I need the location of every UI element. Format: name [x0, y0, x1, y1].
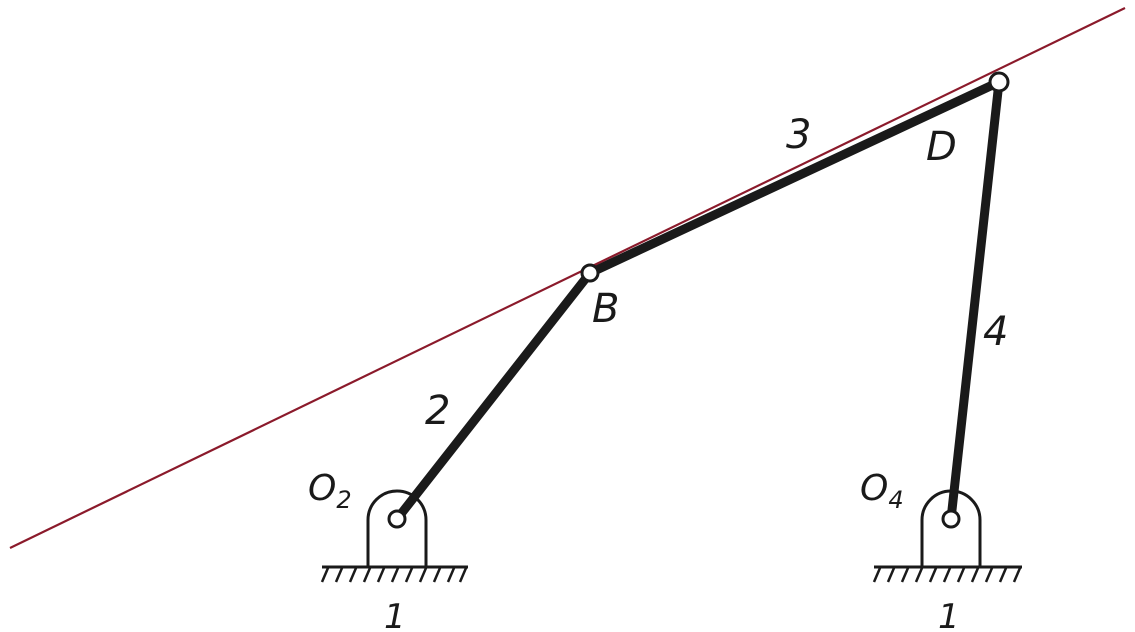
link-3-coupler [585, 77, 1004, 278]
coupler-extension-line [9, 7, 1126, 549]
pivot-label-o4-letter: O [860, 468, 888, 509]
link-label-4: 4 [983, 309, 1008, 355]
pin-joint-o2 [387, 509, 407, 529]
link-label-3: 3 [786, 112, 811, 158]
pivot-label-o4-subscript: 4 [888, 486, 903, 514]
pivot-label-o2-subscript: 2 [336, 486, 351, 514]
link-2-crank [392, 268, 595, 524]
pin-joint-b [580, 263, 600, 283]
pin-joint-o4 [941, 509, 961, 529]
link-label-2: 2 [425, 388, 450, 434]
joint-label-b: B [592, 286, 619, 332]
ground-hatch-left [320, 567, 468, 583]
pivot-label-o2-letter: O [308, 468, 336, 509]
ground-label-right: 1 [938, 597, 960, 632]
link-4-rocker [946, 77, 1004, 524]
pin-joint-d [988, 71, 1010, 93]
pivot-bracket-left [366, 489, 428, 567]
ground-pivot-right [872, 489, 1022, 583]
pivot-label-o2: O2 [308, 468, 352, 514]
pivot-bracket-right [920, 489, 982, 567]
ground-hatch-right [872, 567, 1022, 583]
pivot-label-o4: O4 [860, 468, 904, 514]
ground-label-left: 1 [384, 597, 406, 632]
joint-label-d: D [926, 124, 957, 170]
ground-pivot-left [320, 489, 468, 583]
